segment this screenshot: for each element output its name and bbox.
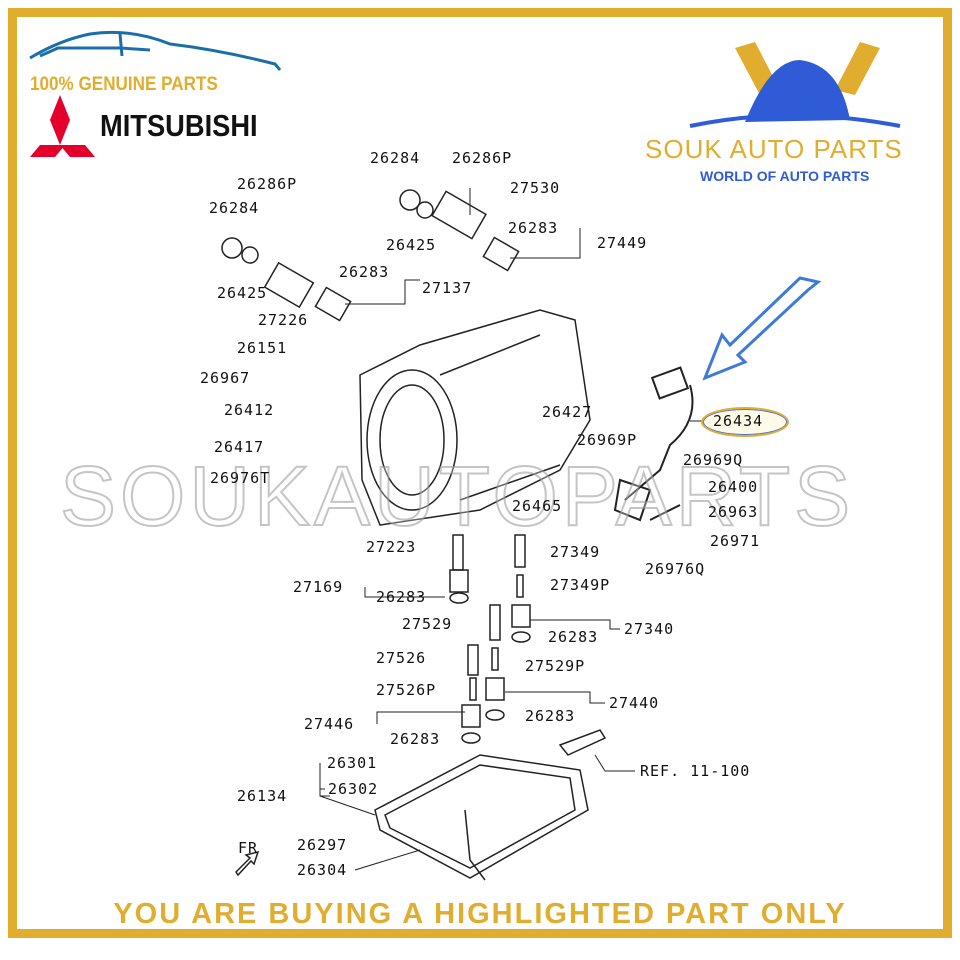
front-arrow-icon xyxy=(235,850,260,877)
part-label: 26283 xyxy=(390,730,441,748)
part-label: 26976Q xyxy=(645,560,706,578)
part-label: 27349P xyxy=(550,576,611,594)
part-label: 26284 xyxy=(370,149,421,167)
part-label: 26465 xyxy=(512,497,563,515)
part-label: 27530 xyxy=(510,179,561,197)
watermark: SOUKAUTOPARTS xyxy=(59,448,855,544)
part-label: 27526 xyxy=(376,649,427,667)
part-label: 27529P xyxy=(525,657,586,675)
wire-harness-26434 xyxy=(613,366,694,522)
shop-tagline: WORLD OF AUTO PARTS xyxy=(700,168,870,184)
notice-banner: YOU ARE BUYING A HIGHLIGHTED PART ONLY xyxy=(113,898,847,930)
shop-name: SOUK AUTO PARTS xyxy=(645,134,903,164)
car-logo xyxy=(29,30,282,71)
part-label: 27440 xyxy=(609,694,660,712)
part-label: 26134 xyxy=(237,787,288,805)
part-label: 27137 xyxy=(422,279,473,297)
part-label: REF. 11-100 xyxy=(640,762,751,780)
part-label: 27169 xyxy=(293,578,344,596)
part-label: 26417 xyxy=(214,438,265,456)
highlighted-part-label: 26434 xyxy=(713,412,764,430)
part-label: 26284 xyxy=(209,199,260,217)
part-label: 27446 xyxy=(304,715,355,733)
part-label: 26283 xyxy=(508,219,559,237)
part-label: 26283 xyxy=(376,588,427,606)
part-label: 26301 xyxy=(327,754,378,772)
mitsubishi-text: MITSUBISHI xyxy=(100,108,258,143)
part-label: 26969P xyxy=(577,431,638,449)
part-label: 26283 xyxy=(548,628,599,646)
part-label: 26963 xyxy=(708,503,759,521)
part-label: 26427 xyxy=(542,403,593,421)
part-label: 27449 xyxy=(597,234,648,252)
part-label: 27529 xyxy=(402,615,453,633)
part-label: 27340 xyxy=(624,620,675,638)
part-label: 26971 xyxy=(710,532,761,550)
part-label: 26297 xyxy=(297,836,348,854)
genuine-parts-text: 100% GENUINE PARTS xyxy=(30,74,218,95)
highlight-arrow xyxy=(702,276,822,381)
mitsubishi-logo xyxy=(30,95,95,157)
part-label: 26425 xyxy=(217,284,268,302)
leader-lines xyxy=(319,188,705,871)
part-label: 27226 xyxy=(258,311,309,329)
part-label: 26283 xyxy=(339,263,390,281)
part-label: 26283 xyxy=(525,707,576,725)
part-label: 27526P xyxy=(376,681,437,699)
transmission-case xyxy=(359,309,591,526)
part-label: 26967 xyxy=(200,369,251,387)
oil-pan xyxy=(374,729,607,881)
part-label: 27349 xyxy=(550,543,601,561)
part-label: 27223 xyxy=(366,538,417,556)
souk-logo xyxy=(689,42,901,128)
part-label: 26304 xyxy=(297,861,348,879)
part-label: 26400 xyxy=(708,478,759,496)
valve-springs xyxy=(221,189,531,744)
gold-border-frame xyxy=(8,8,952,938)
part-label: 26969Q xyxy=(683,451,744,469)
part-label: 26286P xyxy=(452,149,513,167)
part-label: 26976T xyxy=(210,469,271,487)
part-label: 26151 xyxy=(237,339,288,357)
part-label: 26302 xyxy=(328,780,379,798)
highlight-oval xyxy=(701,407,789,437)
front-label: FR xyxy=(238,839,259,857)
part-label: 26286P xyxy=(237,175,298,193)
part-label: 26412 xyxy=(224,401,275,419)
part-label: 26425 xyxy=(386,236,437,254)
